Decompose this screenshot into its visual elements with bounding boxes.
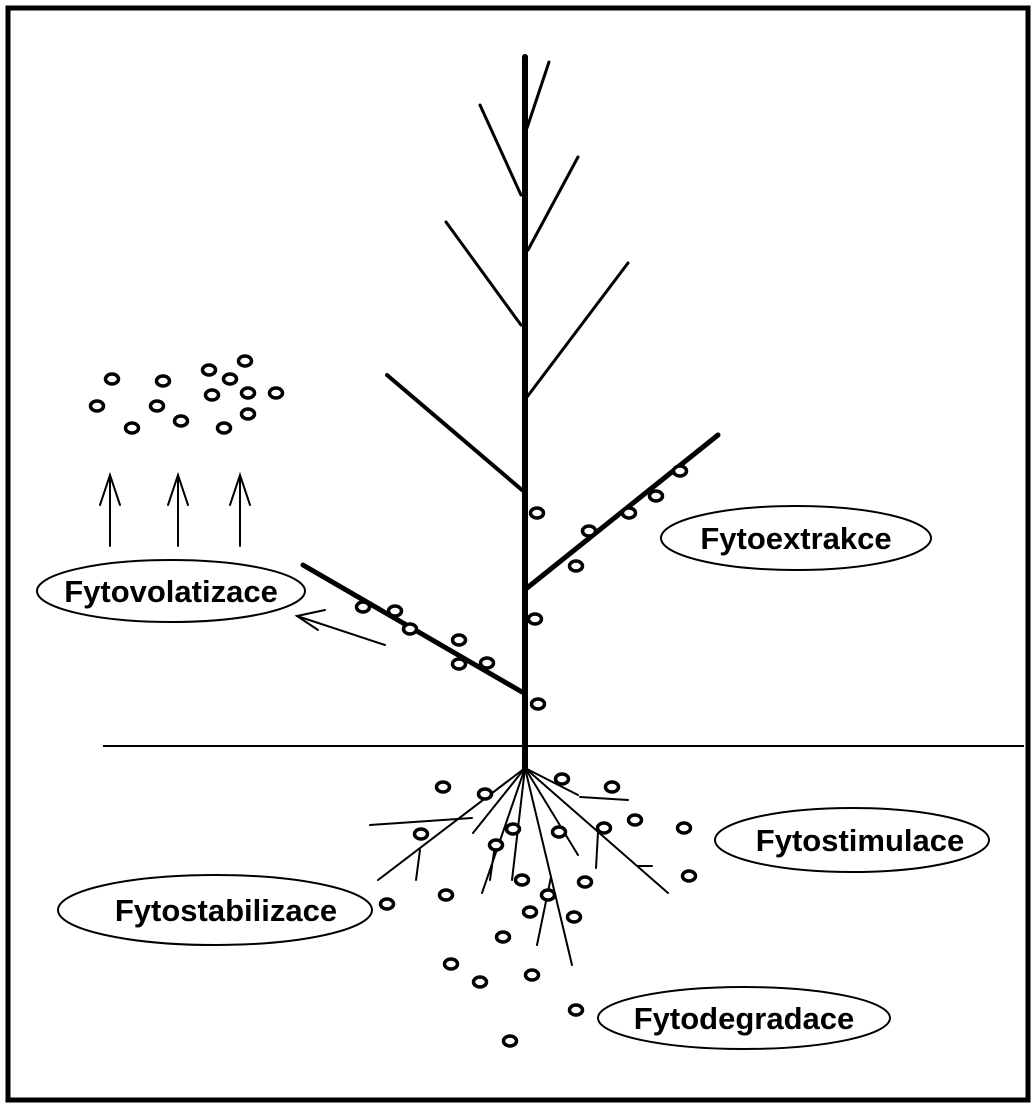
contaminant-particle-icon [481,658,494,668]
contaminant-particle-icon [674,466,687,476]
root [378,768,525,880]
root [596,832,598,868]
contaminant-particle-icon [516,875,529,885]
contaminant-particle-icon [629,815,642,825]
contaminant-particle-icon [445,959,458,969]
label-fytovolatizace: Fytovolatizace [37,560,305,622]
contaminant-particle-icon [570,561,583,571]
contaminant-particle-icon [678,823,691,833]
volatilization-diagonal-arrow-icon [297,610,385,645]
contaminant-particle-icon [357,602,370,612]
contaminant-particle-icon [524,907,537,917]
contaminant-particle-icon [542,890,555,900]
branch [527,263,628,397]
root [537,877,551,945]
root [370,818,472,825]
contaminant-particle-icon [529,614,542,624]
contaminant-particle-icon [242,409,255,419]
root [525,768,572,965]
branch [528,157,578,250]
contaminant-particle-icon [224,374,237,384]
contaminant-particle-icon [553,827,566,837]
contaminant-particle-icon [453,659,466,669]
contaminant-particle-icon [497,932,510,942]
contaminant-particle-icon [91,401,104,411]
contaminant-particle-icon [415,829,428,839]
label-text: Fytostabilizace [115,893,337,928]
up-arrow-icon [100,475,120,546]
contaminant-particle-icon [242,388,255,398]
contaminant-particle-icon [239,356,252,366]
branch [480,105,521,195]
contaminant-particle-icon [474,977,487,987]
label-fytostabilizace: Fytostabilizace [58,875,372,945]
contaminant-particle-icon [606,782,619,792]
label-fytostimulace: Fytostimulace [715,808,989,872]
branch [446,222,521,325]
contaminant-particle-icon [568,912,581,922]
contaminant-particle-icon [389,606,402,616]
contaminant-particle-icon [218,423,231,433]
contaminant-particle-icon [479,789,492,799]
contaminant-particle-icon [437,782,450,792]
contaminant-particle-icon [598,823,611,833]
contaminant-particle-icon [106,374,119,384]
contaminant-particle-icon [157,376,170,386]
up-arrow-icon [230,475,250,546]
branch [527,62,549,128]
label-text: Fytovolatizace [64,574,278,609]
contaminant-particle-icon [440,890,453,900]
contaminant-particle-icon [531,508,544,518]
root [416,850,420,880]
contaminant-particle-icon [175,416,188,426]
contaminant-particle-icon [683,871,696,881]
label-fytoextrakce: Fytoextrakce [661,506,931,570]
plant-shoot [303,57,718,768]
label-text: Fytoextrakce [700,521,891,556]
contaminant-particle-icon [151,401,164,411]
contaminant-particle-icon [579,877,592,887]
contaminant-particle-icon [556,774,569,784]
contaminant-particle-icon [570,1005,583,1015]
contaminant-particle-icon [532,699,545,709]
contaminant-particle-icon [381,899,394,909]
label-text: Fytostimulace [756,823,964,858]
contaminant-particle-icon [270,388,283,398]
plant-roots [370,768,668,965]
contaminant-particle-icon [203,365,216,375]
volatilization-arrows [100,475,250,546]
contaminant-particle-icon [623,508,636,518]
label-text: Fytodegradace [634,1001,855,1036]
branch [387,375,522,490]
contaminant-particle-icon [206,390,219,400]
root [580,797,628,800]
contaminant-particle-icon [507,824,520,834]
contaminant-particle-icon [583,526,596,536]
contaminant-particle-icon [526,970,539,980]
label-fytodegradace: Fytodegradace [598,987,890,1049]
contaminant-particle-icon [126,423,139,433]
contaminant-particle-icon [404,624,417,634]
up-arrow-icon [168,475,188,546]
contaminant-particle-icon [650,491,663,501]
contaminant-particle-icon [504,1036,517,1046]
contaminant-particle-icon [453,635,466,645]
contaminant-particle-icon [490,840,503,850]
